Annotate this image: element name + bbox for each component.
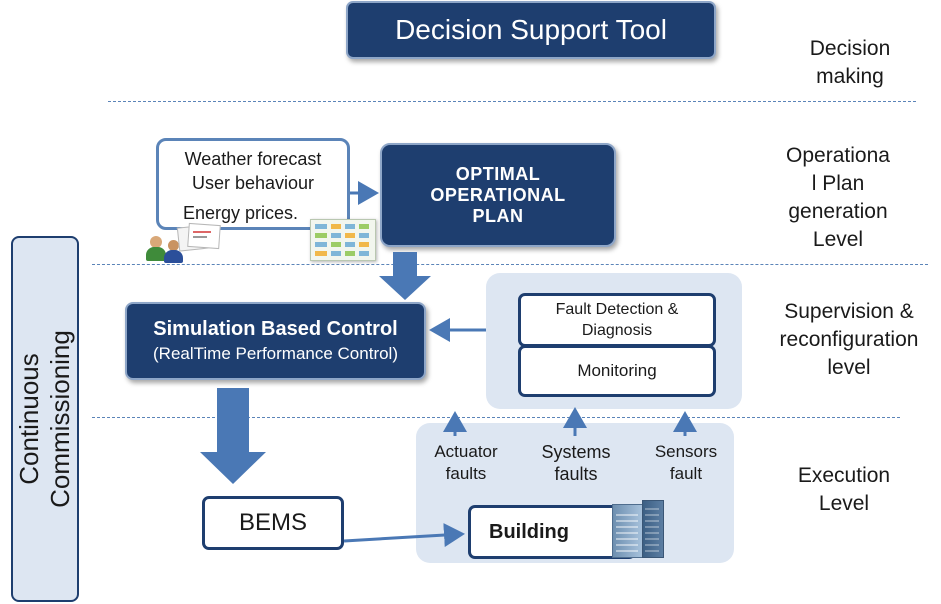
arrow-plan-to-control xyxy=(379,252,431,300)
separator-supervision xyxy=(92,417,900,418)
building-box: Building xyxy=(468,505,636,559)
continuous-commissioning-bar: Continuous Commissioning xyxy=(11,236,79,602)
separator-operational xyxy=(92,264,928,265)
level-supervision: Supervision & reconfiguration level xyxy=(779,300,919,379)
people-icon xyxy=(146,236,186,264)
arrow-bems-to-building xyxy=(343,523,465,548)
simulation-based-control-subtitle: (RealTime Performance Control) xyxy=(153,344,398,363)
input-user-behaviour: User behaviour xyxy=(191,173,315,193)
bems-box: BEMS xyxy=(202,496,344,550)
fault-detection-diagnosis-box: Fault Detection & Diagnosis xyxy=(518,293,716,347)
level-execution: Execution Level xyxy=(797,464,891,515)
separator-decision xyxy=(108,101,916,102)
input-weather-forecast: Weather forecast xyxy=(184,149,322,169)
level-decision-making: Decision making xyxy=(809,37,891,88)
input-energy-prices: Energy prices. xyxy=(183,203,299,223)
systems-faults-label: Systems faults xyxy=(541,442,611,484)
sensors-fault-label: Sensors fault xyxy=(654,442,718,483)
arrow-control-to-bems xyxy=(200,388,266,484)
optimal-operational-plan-box: OPTIMAL OPERATIONAL PLAN xyxy=(380,143,616,247)
document-icon xyxy=(176,222,221,252)
simulation-based-control-box: Simulation Based Control (RealTime Perfo… xyxy=(125,302,426,380)
inputs-box: Weather forecast User behaviour Energy p… xyxy=(156,138,350,230)
monitoring-box: Monitoring xyxy=(518,345,716,397)
simulation-based-control-title: Simulation Based Control xyxy=(153,318,398,340)
decision-support-tool-title: Decision Support Tool xyxy=(346,1,716,59)
building-icon xyxy=(612,500,664,558)
level-operational-plan: Operationa l Plan generation Level xyxy=(786,144,890,251)
actuator-faults-label: Actuator faults xyxy=(434,442,498,483)
schedule-table-icon xyxy=(310,219,376,261)
